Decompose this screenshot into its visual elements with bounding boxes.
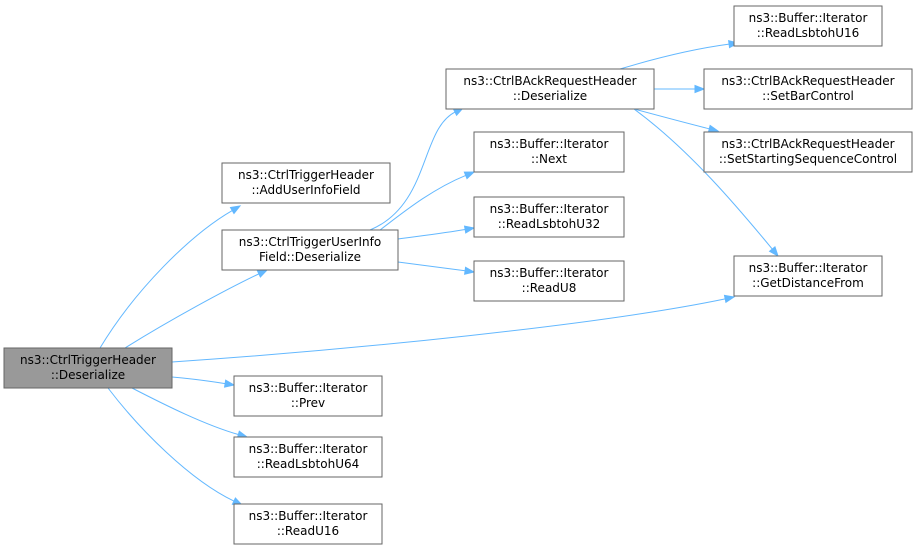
node-label-line: ns3::Buffer::Iterator: [490, 137, 609, 151]
node-box[interactable]: [233, 436, 383, 478]
node-label-line: ::ReadLsbtohU64: [257, 457, 360, 471]
node-label-line: ns3::Buffer::Iterator: [749, 261, 868, 275]
edge-line: [633, 108, 710, 130]
node-label-line: ns3::Buffer::Iterator: [249, 381, 368, 395]
node-label-line: ::ReadU8: [522, 281, 577, 295]
node-label-line: ::SetBarControl: [762, 89, 854, 103]
node-label-line: ::SetStartingSequenceControl: [719, 152, 897, 166]
node-n10[interactable]: ns3::Buffer::Iterator::ReadU8: [473, 260, 625, 302]
node-box[interactable]: [473, 131, 625, 173]
node-n0[interactable]: ns3::CtrlTriggerHeader::Deserialize: [3, 347, 173, 389]
node-label-line: ns3::Buffer::Iterator: [749, 11, 868, 25]
node-label-line: ::Next: [531, 152, 567, 166]
edge-line: [171, 376, 226, 385]
node-box[interactable]: [221, 162, 391, 204]
node-box[interactable]: [233, 503, 383, 545]
node-n3[interactable]: ns3::Buffer::Iterator::GetDistanceFrom: [733, 255, 883, 297]
node-label-line: ::Deserialize: [51, 368, 125, 382]
node-n12[interactable]: ns3::CtrlBAckRequestHeader::SetBarContro…: [703, 68, 913, 110]
node-n7[interactable]: ns3::CtrlBAckRequestHeader::Deserialize: [445, 68, 655, 110]
node-n1[interactable]: ns3::CtrlTriggerHeader::AddUserInfoField: [221, 162, 391, 204]
node-label-line: ns3::Buffer::Iterator: [249, 509, 368, 523]
node-label-line: ns3::CtrlBAckRequestHeader: [463, 74, 636, 88]
node-box[interactable]: [733, 255, 883, 297]
edges-layer: [99, 40, 779, 506]
edge-line: [397, 261, 466, 272]
edge-n7-n3: [633, 108, 779, 258]
node-n5[interactable]: ns3::Buffer::Iterator::ReadLsbtohU64: [233, 436, 383, 478]
edge-line: [619, 43, 730, 70]
edge-line: [99, 210, 233, 349]
node-label-line: ns3::CtrlTriggerUserInfo: [239, 235, 381, 249]
edge-n0-n5: [131, 387, 249, 439]
edge-line: [379, 174, 466, 231]
node-box[interactable]: [703, 131, 913, 173]
node-label-line: Field::Deserialize: [259, 250, 361, 264]
node-n9[interactable]: ns3::Buffer::Iterator::ReadLsbtohU32: [473, 196, 625, 238]
node-label-line: ::AddUserInfoField: [251, 183, 360, 197]
edge-n0-n6: [107, 387, 244, 506]
edge-n7-n11: [619, 40, 740, 70]
node-box[interactable]: [473, 260, 625, 302]
edge-n2-n10: [397, 261, 476, 275]
edge-n0-n4: [171, 376, 236, 388]
node-box[interactable]: [733, 5, 883, 47]
edge-n0-n3: [171, 294, 736, 363]
edge-n7-n13: [633, 108, 720, 133]
arrow-head-icon: [463, 171, 476, 180]
node-label-line: ::Deserialize: [513, 89, 587, 103]
node-label-line: ns3::Buffer::Iterator: [249, 442, 368, 456]
edge-line: [124, 273, 260, 349]
edge-line: [633, 108, 773, 250]
node-label-line: ns3::Buffer::Iterator: [490, 202, 609, 216]
edge-line: [171, 298, 726, 363]
arrow-head-icon: [463, 225, 476, 234]
node-box[interactable]: [473, 196, 625, 238]
node-box[interactable]: [221, 229, 399, 271]
node-n8[interactable]: ns3::Buffer::Iterator::Next: [473, 131, 625, 173]
node-n6[interactable]: ns3::Buffer::Iterator::ReadU16: [233, 503, 383, 545]
edge-n2-n9: [397, 225, 476, 240]
arrow-head-icon: [229, 205, 242, 215]
node-box[interactable]: [445, 68, 655, 110]
node-box[interactable]: [703, 68, 913, 110]
edge-n7-n12: [654, 84, 706, 94]
node-n11[interactable]: ns3::Buffer::Iterator::ReadLsbtohU16: [733, 5, 883, 47]
node-label-line: ::ReadLsbtohU16: [757, 26, 860, 40]
node-box[interactable]: [233, 375, 383, 417]
arrow-head-icon: [768, 245, 779, 258]
node-label-line: ::ReadLsbtohU32: [498, 217, 601, 231]
node-n4[interactable]: ns3::Buffer::Iterator::Prev: [233, 375, 383, 417]
arrow-head-icon: [256, 269, 269, 278]
node-label-line: ns3::CtrlTriggerHeader: [20, 353, 156, 367]
edge-line: [369, 111, 456, 231]
node-label-line: ::ReadU16: [277, 524, 339, 538]
arrow-head-icon: [223, 379, 236, 388]
nodes-layer: ns3::CtrlTriggerHeader::Deserializens3::…: [3, 5, 913, 545]
edge-line: [397, 229, 466, 240]
edge-line: [107, 387, 235, 502]
arrow-head-icon: [694, 84, 706, 94]
arrow-head-icon: [707, 124, 720, 133]
node-label-line: ns3::CtrlBAckRequestHeader: [721, 74, 894, 88]
edge-n2-n8: [379, 171, 476, 231]
edge-line: [131, 387, 239, 436]
arrow-head-icon: [464, 266, 476, 275]
node-label-line: ns3::CtrlTriggerHeader: [238, 168, 374, 182]
node-n2[interactable]: ns3::CtrlTriggerUserInfoField::Deseriali…: [221, 229, 399, 271]
node-label-line: ::GetDistanceFrom: [752, 276, 864, 290]
node-label-line: ns3::CtrlBAckRequestHeader: [721, 137, 894, 151]
edge-n0-n1: [99, 205, 242, 349]
arrow-head-icon: [723, 294, 736, 304]
node-label-line: ns3::Buffer::Iterator: [490, 266, 609, 280]
node-box[interactable]: [3, 347, 173, 389]
edge-n0-n2: [124, 269, 269, 349]
node-n13[interactable]: ns3::CtrlBAckRequestHeader::SetStartingS…: [703, 131, 913, 173]
node-label-line: ::Prev: [291, 396, 325, 410]
